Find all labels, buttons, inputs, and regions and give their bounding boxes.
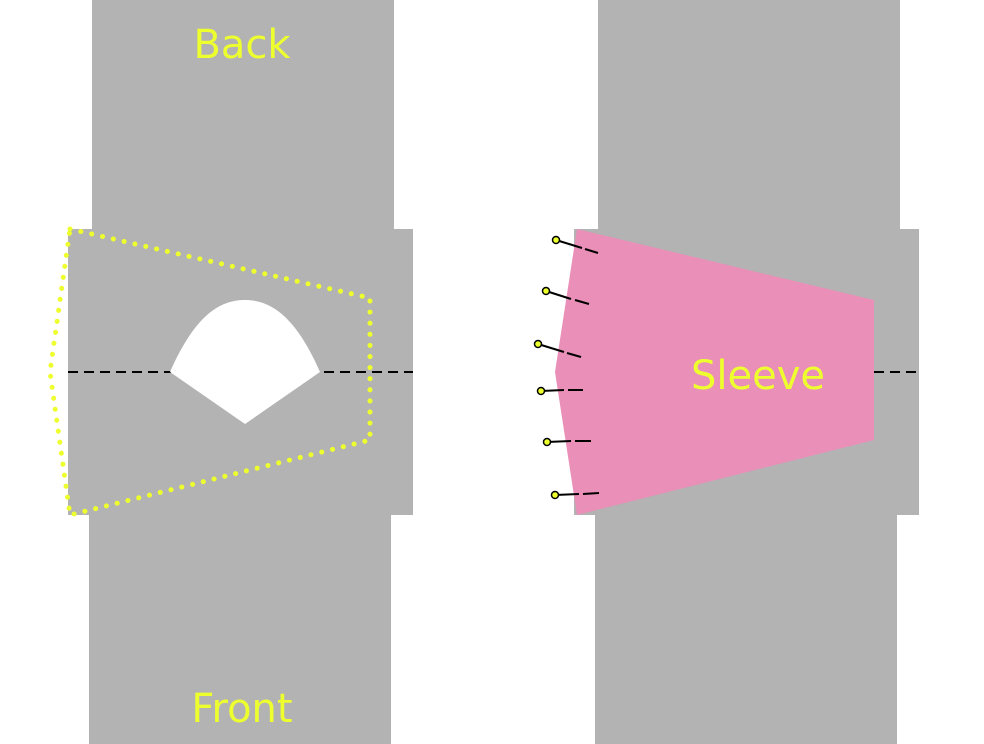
pin <box>533 339 582 358</box>
right-bodice: Sleeve <box>533 0 919 744</box>
pin-shaft <box>545 290 572 300</box>
pin-shaft <box>555 239 583 249</box>
pin-shaft <box>537 343 565 353</box>
pin-tip <box>566 352 582 358</box>
back-label: Back <box>193 22 291 68</box>
left-back-panel <box>92 0 394 232</box>
left-bodice: Back Front <box>47 0 413 744</box>
sleeve-piece <box>555 229 874 515</box>
front-label: Front <box>191 686 292 732</box>
pin-head <box>551 235 561 245</box>
pin <box>550 490 600 500</box>
right-front-panel <box>595 512 897 744</box>
pin <box>541 286 590 305</box>
pin-head <box>536 386 546 396</box>
pin <box>536 386 583 396</box>
pin-tip <box>584 248 599 254</box>
pin-head <box>550 490 560 500</box>
pin-head <box>533 339 543 349</box>
pin-tip <box>574 299 590 305</box>
pin <box>542 437 591 447</box>
pin-tip <box>582 492 600 495</box>
sleeve-placement-outline <box>47 225 373 519</box>
pin-head <box>542 437 552 447</box>
armhole-opening <box>170 300 320 424</box>
pin <box>551 235 599 254</box>
left-front-panel <box>89 512 391 744</box>
pin-head <box>541 286 551 296</box>
sleeve-label: Sleeve <box>691 353 825 399</box>
right-back-panel <box>598 0 900 232</box>
